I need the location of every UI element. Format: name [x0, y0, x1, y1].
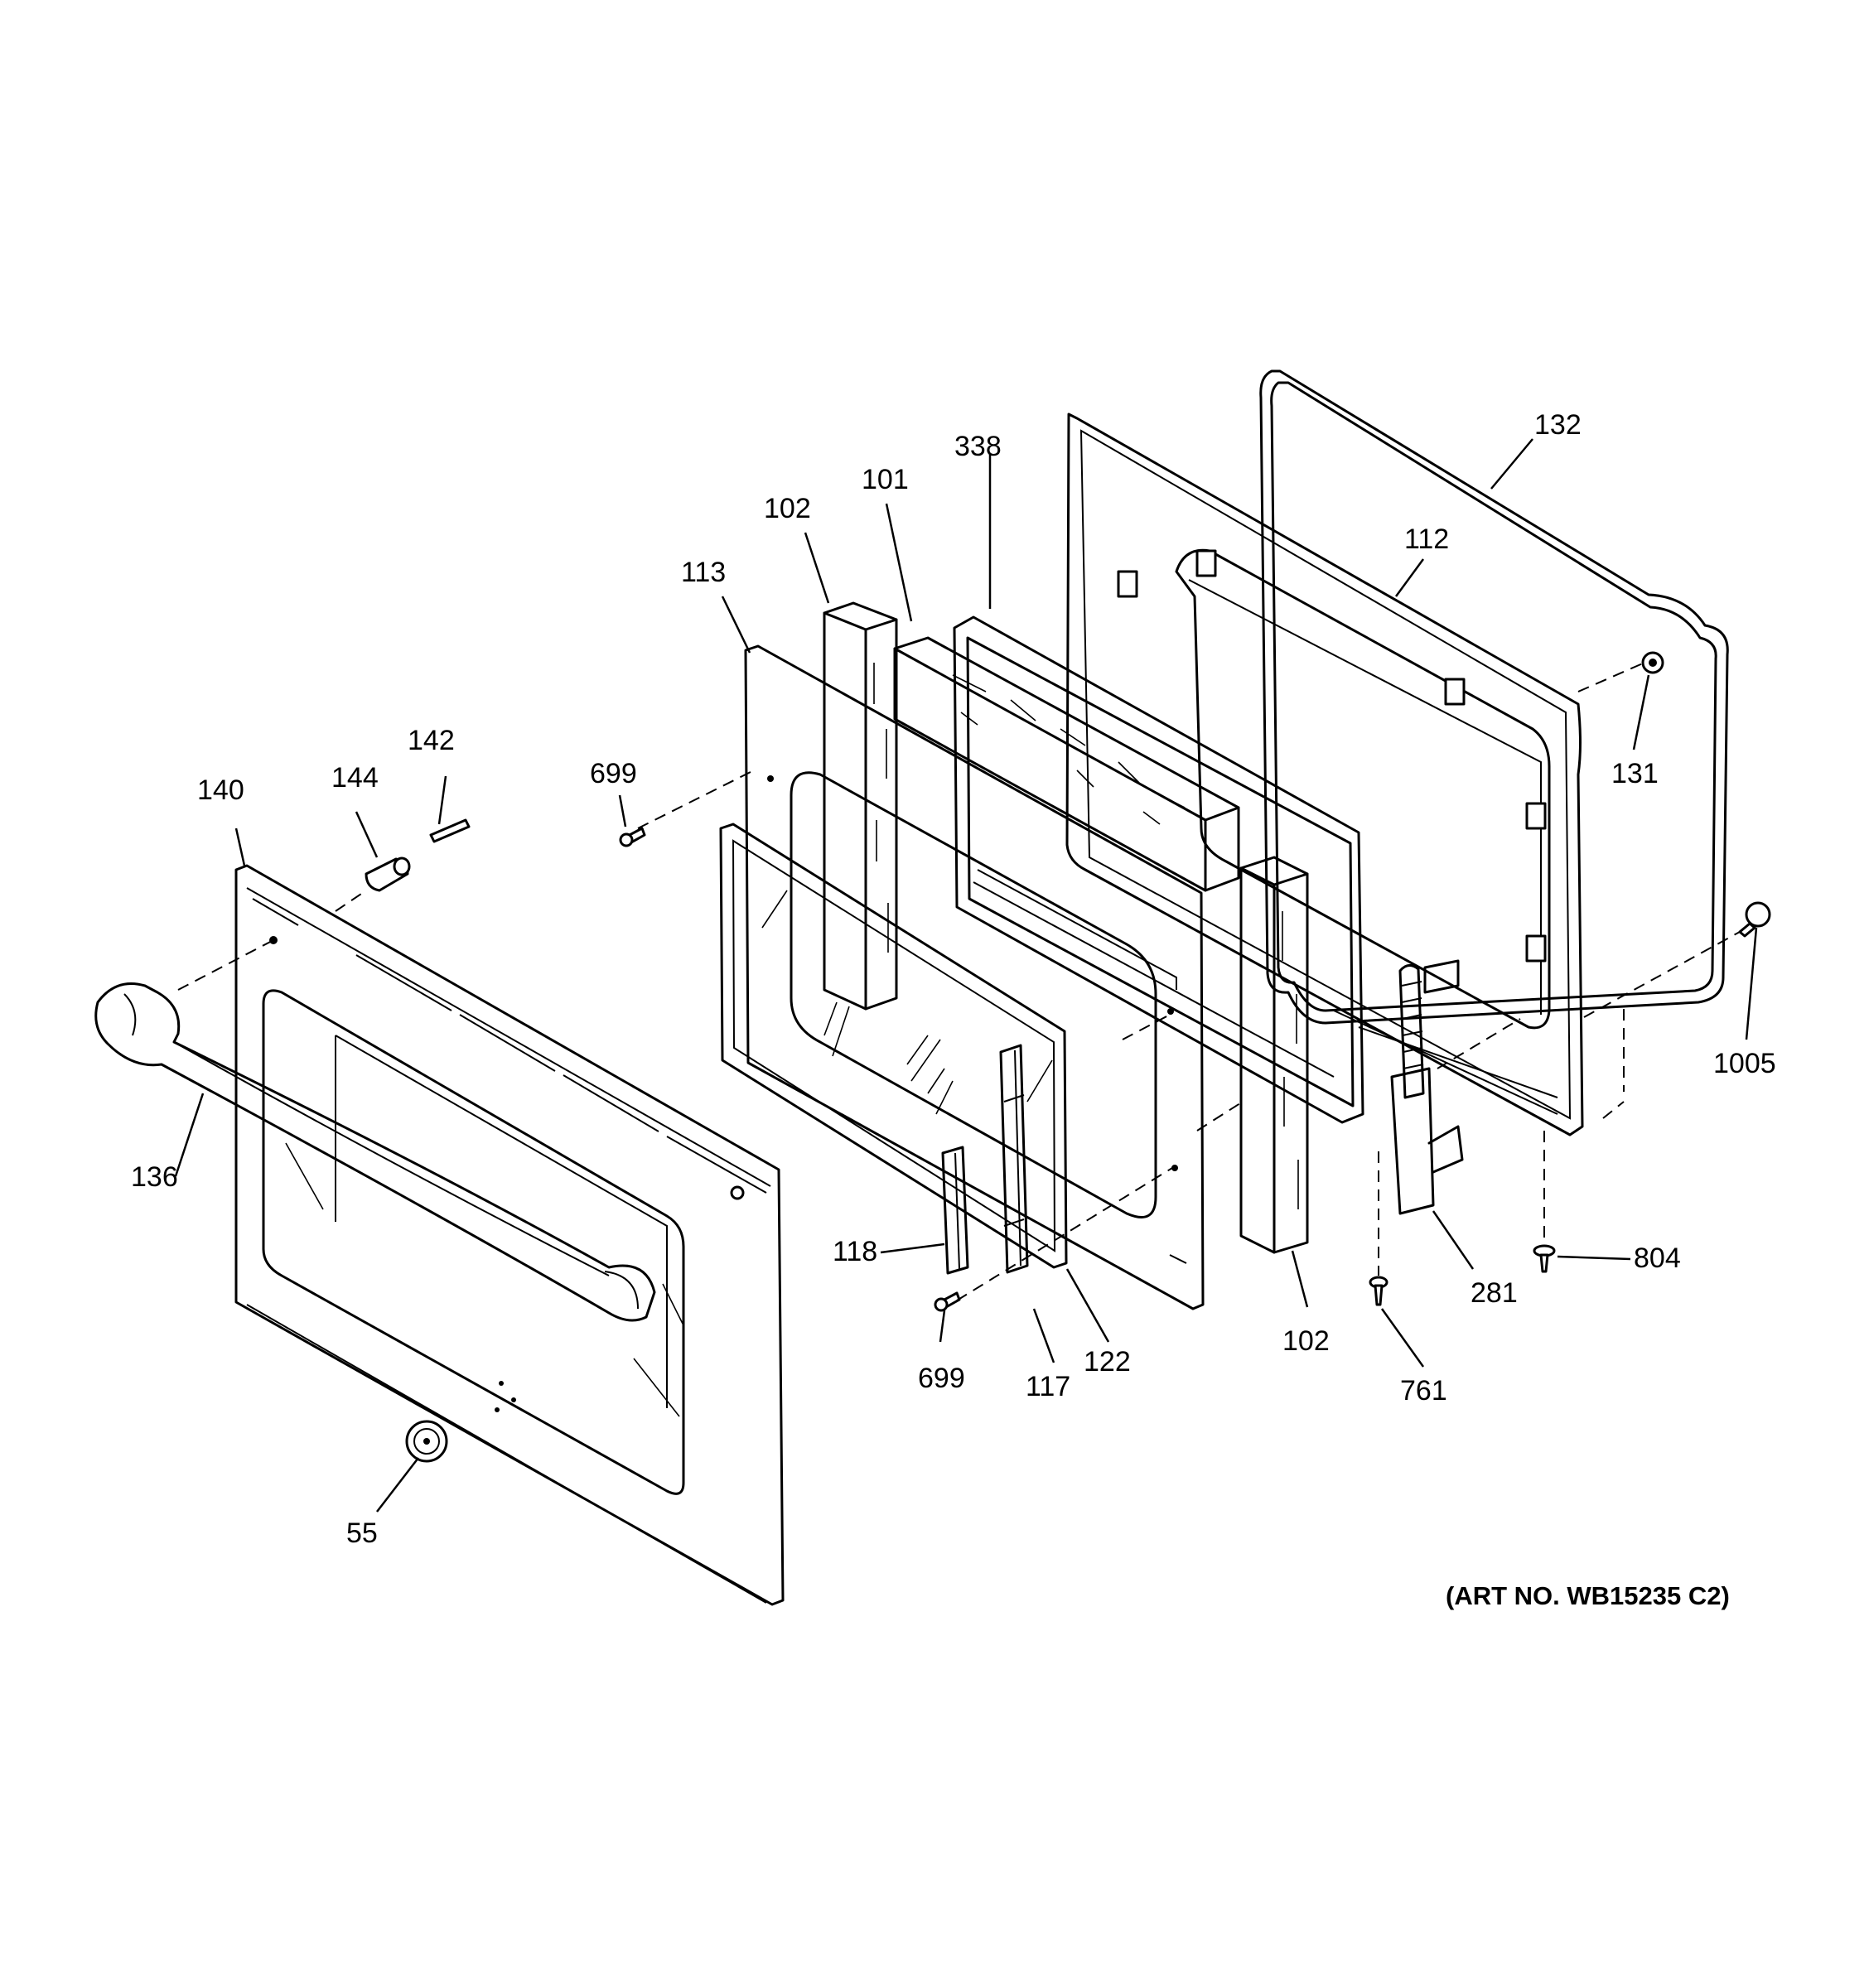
callout-102-upper: 102 — [764, 493, 811, 524]
callout-142: 142 — [408, 725, 455, 756]
callout-804: 804 — [1634, 1242, 1681, 1274]
insulation-101 — [893, 636, 1240, 892]
callout-699-upper: 699 — [590, 758, 637, 789]
assembly-lines — [177, 662, 1741, 1301]
glass-panel-122 — [719, 823, 1068, 1269]
badge-55 — [405, 1420, 448, 1463]
callout-281: 281 — [1471, 1277, 1518, 1309]
pin-142 — [429, 818, 471, 843]
insulation-102-upper — [823, 601, 898, 1011]
callout-118: 118 — [833, 1236, 877, 1267]
gasket-132 — [1259, 369, 1729, 1025]
bracket-117 — [999, 1044, 1029, 1274]
callout-761: 761 — [1400, 1375, 1447, 1407]
insulation-102-lower — [1239, 856, 1309, 1254]
callout-144: 144 — [331, 762, 379, 794]
spacer-144 — [365, 856, 411, 892]
callout-122: 122 — [1084, 1346, 1131, 1378]
screw-699-bottom — [934, 1291, 961, 1312]
outer-door-140 — [234, 864, 785, 1606]
callout-101: 101 — [862, 464, 909, 495]
door-panel-113 — [744, 644, 1205, 1310]
callout-55: 55 — [346, 1518, 378, 1549]
screw-699-top — [619, 827, 646, 847]
bracket-118 — [941, 1146, 969, 1275]
callout-labels: 132 338 101 102 112 113 131 142 140 144 … — [131, 409, 1776, 1610]
callout-136: 136 — [131, 1161, 178, 1193]
callout-699-lower: 699 — [918, 1363, 965, 1394]
callout-140: 140 — [197, 774, 244, 806]
hinge-281 — [1390, 964, 1464, 1215]
screw-761 — [1369, 1276, 1388, 1306]
screw-804 — [1533, 1244, 1556, 1273]
callout-117: 117 — [1026, 1371, 1070, 1402]
callout-132: 132 — [1534, 409, 1582, 441]
bumper-131 — [1641, 651, 1664, 674]
inner-door-112 — [1065, 413, 1584, 1136]
art-number: (ART NO. WB15235 C2) — [1446, 1581, 1730, 1610]
callout-338: 338 — [954, 431, 1002, 462]
callout-1005: 1005 — [1713, 1048, 1776, 1079]
handle-136 — [94, 982, 656, 1322]
screw-1005 — [1738, 901, 1771, 938]
leader-lines — [174, 438, 1758, 1513]
callout-112: 112 — [1404, 524, 1449, 555]
callout-113: 113 — [681, 557, 726, 588]
callout-102-lower: 102 — [1282, 1325, 1330, 1357]
callout-131: 131 — [1611, 758, 1659, 789]
